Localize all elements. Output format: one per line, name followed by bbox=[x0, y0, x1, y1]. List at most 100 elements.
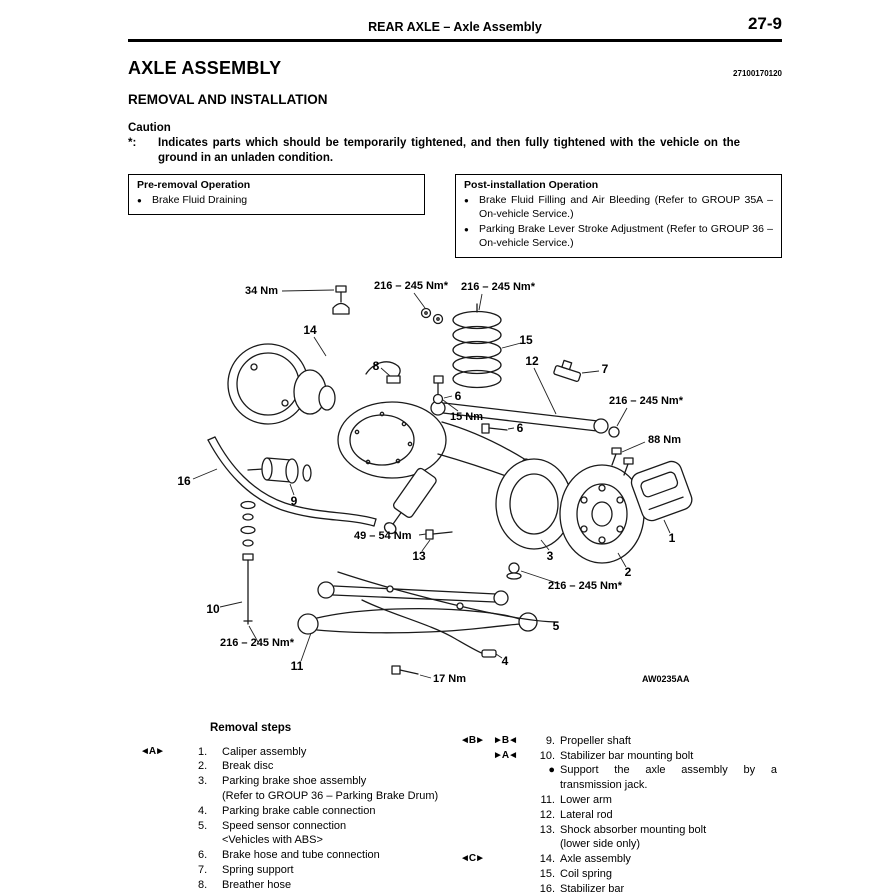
arm-front-nut bbox=[506, 562, 522, 580]
service-point-marker: ◄B► bbox=[460, 734, 485, 746]
callout-2: 2 bbox=[625, 565, 632, 579]
lower-arm bbox=[297, 607, 538, 635]
callout-7: 7 bbox=[602, 362, 609, 376]
caution-heading: Caution bbox=[128, 122, 171, 134]
callout-12: 12 bbox=[525, 354, 539, 368]
bullet-icon: ● bbox=[464, 196, 469, 206]
post-installation-item: ● Parking Brake Lever Stroke Adjustment … bbox=[464, 223, 773, 249]
lower-arm-rear bbox=[317, 581, 509, 606]
page-title: AXLE ASSEMBLY bbox=[128, 58, 282, 78]
service-point-marker: ►A◄ bbox=[493, 749, 518, 761]
removal-step-13: 13. Shock absorber mounting bolt (lower … bbox=[460, 823, 782, 853]
figure-code: AW0235AA bbox=[642, 674, 690, 684]
removal-step-14: ◄C► 14. Axle assembly bbox=[460, 853, 631, 866]
step-continuation: (Refer to GROUP 36 – Parking Brake Drum) bbox=[222, 789, 439, 802]
step-continuation: (lower side only) bbox=[560, 838, 641, 851]
torque-label-15nm: 15 Nm bbox=[450, 411, 483, 423]
torque-label-49-54nm: 49 – 54 Nm bbox=[354, 530, 412, 542]
service-point-marker: ◄A► bbox=[140, 745, 165, 757]
removal-steps-title: Removal steps bbox=[210, 721, 292, 734]
breather-hose bbox=[365, 360, 401, 384]
post-installation-box: Post-installation Operation ● Brake Flui… bbox=[455, 174, 782, 258]
bullet-icon: ● bbox=[548, 764, 555, 777]
callout-5: 5 bbox=[553, 619, 560, 633]
torque-label-216nm-lateral-rod: 216 – 245 Nm* bbox=[609, 395, 684, 407]
torque-label-17nm: 17 Nm bbox=[433, 673, 466, 685]
brake-tube-bolt bbox=[481, 423, 508, 434]
stabilizer-bar bbox=[207, 436, 377, 527]
torque-label-34nm: 34 Nm bbox=[245, 285, 278, 297]
torque-label-216nm-stabilizer: 216 – 245 Nm* bbox=[220, 637, 295, 649]
removal-steps-left-column: Removal steps ◄A► 1. Caliper assembly 2.… bbox=[128, 721, 460, 896]
removal-step-15: 15. Coil spring bbox=[539, 867, 612, 880]
bullet-icon: ● bbox=[137, 196, 142, 206]
section-title: REAR AXLE – Axle Assembly bbox=[368, 20, 542, 34]
torque-label-216nm-top-right: 216 – 245 Nm* bbox=[461, 281, 536, 293]
removal-steps: Removal steps ◄A► 1. Caliper assembly 2.… bbox=[128, 721, 782, 896]
coil-spring bbox=[452, 303, 502, 388]
parking-brake-cable bbox=[361, 599, 497, 658]
removal-step-5: 5. Speed sensor connection <Vehicles wit… bbox=[128, 819, 460, 849]
callout-14: 14 bbox=[303, 323, 317, 337]
shock-mounting-bolt bbox=[425, 529, 453, 540]
title-row: AXLE ASSEMBLY 27100170120 bbox=[128, 58, 782, 79]
torque-label-216nm-top-left: 216 – 245 Nm* bbox=[374, 280, 449, 292]
torque-label-216nm-arm: 216 – 245 Nm* bbox=[548, 580, 623, 592]
caution-marker: *: bbox=[128, 137, 137, 149]
removal-step-8: 8. Breather hose bbox=[198, 878, 292, 891]
upper-mount-nuts bbox=[420, 307, 444, 324]
lateral-rod bbox=[430, 400, 620, 438]
brake-backing-plate bbox=[227, 343, 336, 425]
pre-removal-box: Pre-removal Operation ● Brake Fluid Drai… bbox=[128, 174, 426, 216]
callout-11: 11 bbox=[291, 659, 304, 673]
removal-step-16: 16. Stabilizer bar bbox=[539, 882, 625, 895]
service-point-marker: ◄C► bbox=[460, 853, 485, 865]
removal-step-9: ◄B► ►B◄ 9. Propeller shaft bbox=[460, 734, 631, 747]
removal-step-12: 12. Lateral rod bbox=[539, 808, 613, 821]
leader-lines bbox=[192, 289, 671, 679]
stabilizer-link-parts bbox=[240, 500, 256, 547]
pre-removal-title: Pre-removal Operation bbox=[137, 179, 251, 192]
page-header: REAR AXLE – Axle Assembly 27-9 bbox=[128, 14, 782, 42]
torque-label-88nm: 88 Nm bbox=[648, 434, 681, 446]
post-installation-title: Post-installation Operation bbox=[464, 179, 599, 192]
bullet-icon: ● bbox=[464, 225, 469, 235]
callout-13: 13 bbox=[412, 549, 426, 563]
page-number: 27-9 bbox=[747, 14, 782, 33]
callout-4: 4 bbox=[502, 654, 509, 668]
brake-caliper bbox=[630, 460, 693, 522]
caution-block: Caution *: Indicates parts which should … bbox=[128, 122, 782, 165]
spring-support bbox=[553, 359, 582, 382]
removal-step-4: 4. Parking brake cable connection bbox=[198, 804, 376, 817]
stabilizer-mounting-bolt bbox=[242, 553, 254, 625]
propeller-shaft bbox=[247, 457, 312, 484]
removal-step-1: ◄A► 1. Caliper assembly bbox=[128, 745, 460, 760]
removal-step-2: 2. Break disc bbox=[198, 760, 274, 773]
procedure-title: REMOVAL AND INSTALLATION bbox=[128, 92, 328, 107]
axle-assembly-diagram: 34 Nm 216 – 245 Nm* 216 – 245 Nm* 216 – … bbox=[177, 280, 693, 685]
post-installation-item: ● Brake Fluid Filling and Air Bleeding (… bbox=[464, 194, 773, 221]
pre-removal-item: ● Brake Fluid Draining bbox=[137, 194, 248, 207]
callout-1: 1 bbox=[669, 531, 676, 545]
axle-housing bbox=[337, 401, 533, 484]
caliper-bolts bbox=[611, 447, 634, 476]
speed-sensor-cable bbox=[337, 571, 559, 623]
callout-16: 16 bbox=[177, 474, 191, 488]
shock-absorber bbox=[383, 467, 437, 534]
removal-step-6: 6. Brake hose and tube connection bbox=[198, 849, 380, 862]
removal-step-3: 3. Parking brake shoe assembly (Refer to… bbox=[128, 774, 460, 804]
caution-text: Indicates parts which should be temporar… bbox=[158, 137, 740, 164]
document-code: 27100170120 bbox=[733, 69, 782, 78]
exploded-diagram: 34 Nm 216 – 245 Nm* 216 – 245 Nm* 216 – … bbox=[130, 272, 782, 707]
callout-10: 10 bbox=[206, 602, 220, 616]
removal-step-10: ►A◄ 10. Stabilizer bar mounting bolt bbox=[493, 749, 694, 762]
service-point-marker: ►B◄ bbox=[493, 734, 518, 746]
brake-hose-fitting bbox=[432, 375, 444, 404]
callout-8: 8 bbox=[373, 359, 380, 373]
callout-3: 3 bbox=[547, 549, 554, 563]
breather-bolt bbox=[332, 285, 350, 315]
callout-9: 9 bbox=[291, 494, 298, 508]
operation-boxes: Pre-removal Operation ● Brake Fluid Drai… bbox=[128, 174, 782, 258]
callout-6-hose: 6 bbox=[455, 389, 462, 403]
